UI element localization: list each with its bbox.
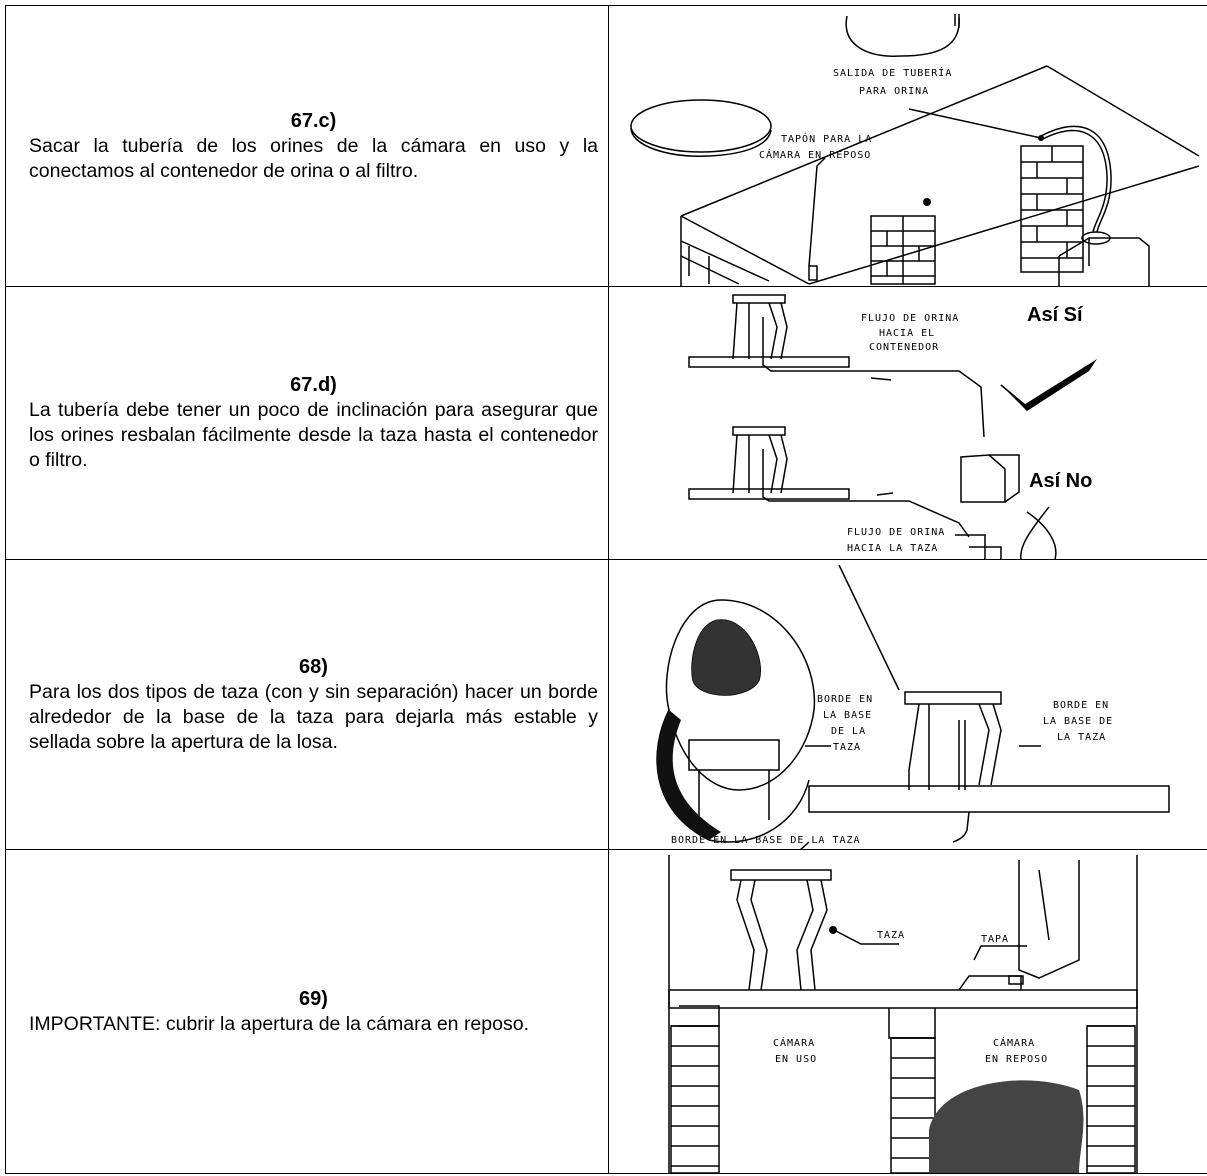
table-row: 67.d) La tubería debe tener un poco de i… — [5, 286, 1207, 560]
plug-label-line1: TAPÓN PARA LA — [781, 132, 872, 145]
step-number: 67.c) — [290, 109, 337, 132]
flow-to-container-line3: CONTENEDOR — [869, 342, 939, 353]
chamber-in-use-line2: EN USO — [775, 1054, 817, 1065]
illustration-cell: SALIDA DE TUBERÍA PARA ORINA TAPÓN PARA … — [608, 5, 1207, 287]
plug-label-line2: CÁMARA EN REPOSO — [759, 148, 871, 161]
left-edge-label-line3: DE LA — [831, 726, 866, 737]
text-cell: 68) Para los dos tipos de taza (con y si… — [5, 559, 609, 850]
chamber-resting-line2: EN REPOSO — [985, 1054, 1048, 1065]
bowl-label: TAZA — [877, 930, 905, 941]
outlet-label-line1: SALIDA DE TUBERÍA — [833, 66, 952, 79]
text-cell: 67.c) Sacar la tubería de los orines de … — [5, 5, 609, 287]
text-cell: 69) IMPORTANTE: cubrir la apertura de la… — [5, 849, 609, 1174]
illustration-cell: BORDE EN LA BASE DE LA TAZA BORDE EN LA … — [608, 559, 1207, 850]
table-row: 67.c) Sacar la tubería de los orines de … — [5, 5, 1207, 287]
urine-pipe-outlet-illustration: SALIDA DE TUBERÍA PARA ORINA TAPÓN PARA … — [630, 14, 1200, 286]
cover-label: TAPA — [981, 934, 1009, 945]
illustration-cell: FLUJO DE ORINA HACIA EL CONTENEDOR Así S… — [608, 286, 1207, 560]
text-cell: 67.d) La tubería debe tener un poco de i… — [5, 286, 609, 560]
chamber-in-use-line1: CÁMARA — [773, 1036, 815, 1049]
outlet-label-line2: PARA ORINA — [859, 86, 929, 97]
resting-chamber-cover-illustration: TAZA TAPA CÁMARA EN USO CÁMARA EN REPOSO — [668, 855, 1138, 1173]
right-edge-label-line2: LA BASE DE — [1043, 716, 1113, 727]
step-text: Para los dos tipos de taza (con y sin se… — [29, 680, 598, 753]
flow-to-container-line2: HACIA EL — [879, 328, 935, 339]
flow-to-bowl-line1: FLUJO DE ORINA — [847, 527, 945, 538]
left-edge-label-line1: BORDE EN — [817, 694, 873, 705]
left-edge-label-line4: TAZA — [833, 742, 861, 753]
step-number: 69) — [299, 987, 328, 1010]
bowl-base-edge-illustration: BORDE EN LA BASE DE LA TAZA BORDE EN LA … — [656, 564, 1170, 849]
instruction-table: 67.c) Sacar la tubería de los orines de … — [5, 5, 1207, 1174]
step-text: IMPORTANTE: cubrir la apertura de la cám… — [29, 1012, 529, 1035]
step-text: La tubería debe tener un poco de inclina… — [29, 399, 598, 471]
pipe-slope-illustration: FLUJO DE ORINA HACIA EL CONTENEDOR Así S… — [688, 294, 1097, 559]
flow-to-bowl-line2: HACIA LA TAZA — [847, 543, 938, 554]
yes-label: Así Sí — [1027, 304, 1084, 326]
flow-to-container-line1: FLUJO DE ORINA — [861, 313, 959, 324]
no-label: Así No — [1029, 470, 1092, 492]
bottom-edge-label: BORDE EN LA BASE DE LA TAZA — [671, 835, 861, 846]
right-edge-label-line1: BORDE EN — [1053, 700, 1109, 711]
left-edge-label-line2: LA BASE — [823, 710, 872, 721]
illustration-cell: TAZA TAPA CÁMARA EN USO CÁMARA EN REPOSO — [608, 849, 1207, 1174]
step-number: 68) — [299, 655, 328, 678]
chamber-resting-line1: CÁMARA — [993, 1036, 1035, 1049]
right-edge-label-line3: LA TAZA — [1057, 732, 1106, 743]
table-row: 68) Para los dos tipos de taza (con y si… — [5, 559, 1207, 850]
step-number: 67.d) — [290, 374, 337, 396]
table-row: 69) IMPORTANTE: cubrir la apertura de la… — [5, 849, 1207, 1174]
step-text: Sacar la tubería de los orines de la cám… — [29, 134, 598, 182]
